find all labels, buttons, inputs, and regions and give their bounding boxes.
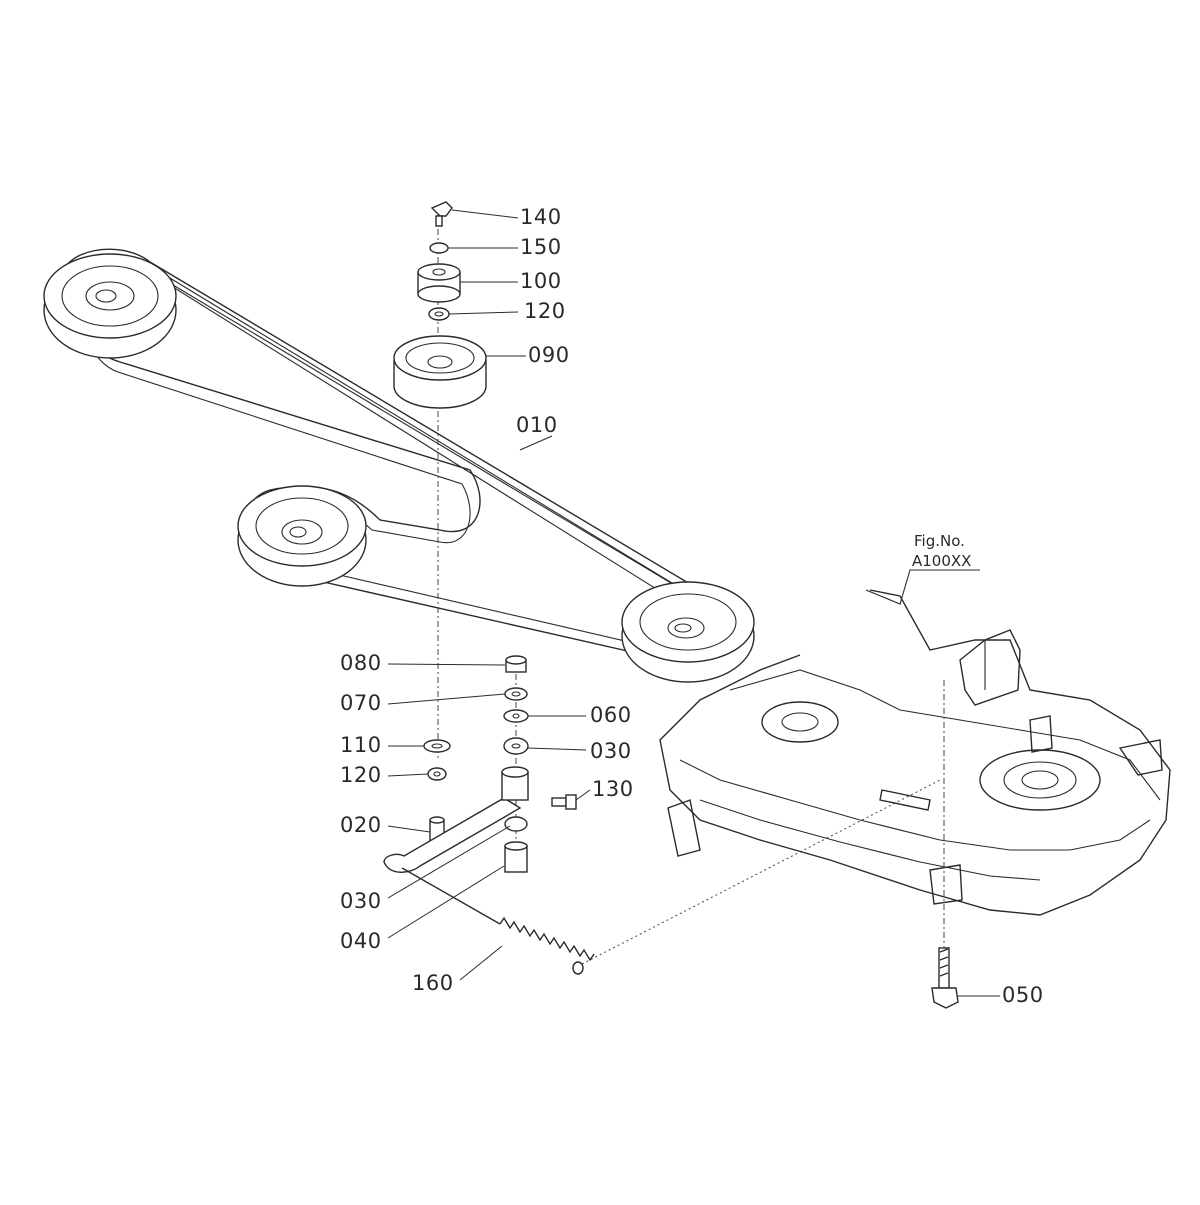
- washer-part-070: [504, 687, 528, 701]
- callout-060: 060: [590, 703, 632, 727]
- drive-belt: [61, 248, 753, 673]
- callout-100: 100: [520, 269, 562, 293]
- grease-fitting-part-140: [430, 201, 453, 227]
- lower-hardware-stack: [383, 655, 941, 975]
- washer-part-110: [423, 739, 451, 753]
- tension-pulley-stack: [393, 201, 487, 760]
- mower-deck: [659, 569, 1171, 1009]
- bolt-part-050: [931, 680, 959, 1009]
- sleeve-part-040: [504, 841, 528, 873]
- callout-020: 020: [340, 813, 382, 837]
- callout-150: 150: [520, 235, 562, 259]
- leader-lines: [387, 209, 1000, 997]
- tension-arm: [383, 766, 529, 873]
- bearing-part-030-upper: [503, 737, 529, 755]
- nut-part-080: [505, 655, 527, 673]
- callout-030-lower: 030: [340, 889, 382, 913]
- bearing-part-120: [428, 307, 450, 321]
- washer-part-150: [429, 242, 449, 254]
- callout-160: 160: [412, 971, 454, 995]
- callout-090: 090: [528, 343, 570, 367]
- spindle-pulley-left: [43, 253, 177, 359]
- callout-040: 040: [340, 929, 382, 953]
- callout-120: 120: [524, 299, 566, 323]
- callout-110: 110: [340, 733, 382, 757]
- washer-part-060: [503, 709, 529, 723]
- figure-number-value: A100XX: [912, 552, 971, 570]
- callout-030-upper: 030: [590, 739, 632, 763]
- collar-part-100: [417, 263, 461, 303]
- callout-070: 070: [340, 691, 382, 715]
- spindle-pulley-middle: [237, 485, 367, 587]
- callout-120-lower: 120: [340, 763, 382, 787]
- callout-010: 010: [516, 413, 558, 437]
- callout-140: 140: [520, 205, 562, 229]
- spring-part-160: [401, 779, 941, 975]
- bushing-part-030-lower: [504, 816, 528, 832]
- figure-number-label: Fig.No.: [914, 532, 965, 550]
- callout-050: 050: [1002, 983, 1044, 1007]
- callout-080: 080: [340, 651, 382, 675]
- bearing-part-120-lower: [427, 767, 447, 781]
- idler-pulley-part-090: [393, 335, 487, 409]
- bolt-part-130: [551, 794, 577, 810]
- spindle-pulley-right: [621, 581, 755, 683]
- callout-labels: 140 150 100 120 090 010 080 070 060 110 …: [340, 205, 1044, 1007]
- callout-130: 130: [592, 777, 634, 801]
